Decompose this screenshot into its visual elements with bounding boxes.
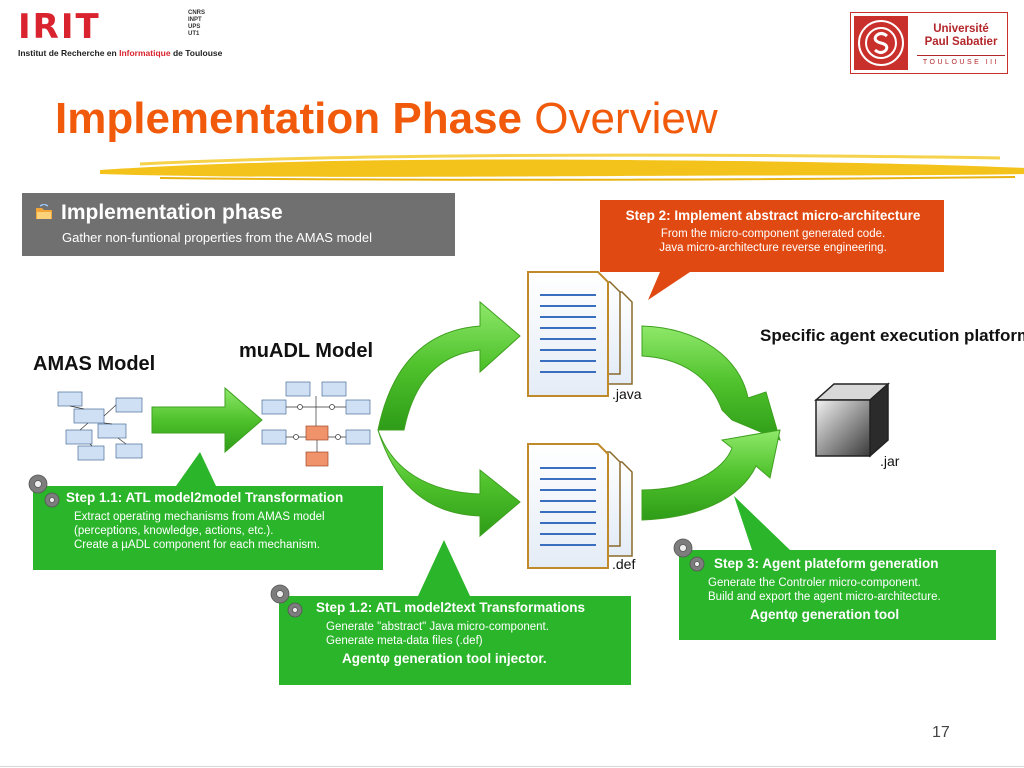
step11-callout-shape [33,452,383,570]
java-files-icon [527,271,633,397]
step12-line-2: Generate meta-data files (.def) [326,635,483,647]
step2-callout-shape [600,200,944,300]
step12-callout-shape [279,540,631,685]
step3-callout: Step 3: Agent plateform generation Gener… [708,556,994,622]
gear-icon [270,584,303,618]
jar-cube-icon [814,382,890,458]
step11-callout: Step 1.1: ATL model2model Transformation… [66,490,378,552]
phase-header-box [22,193,455,256]
footer-divider [0,766,1024,767]
def-file-label: .def [612,556,636,572]
step3-line-1: Generate the Controler micro-component. [708,577,921,589]
arrow-def-to-platform [641,429,781,521]
step12-callout: Step 1.2: ATL model2text Transformations… [316,600,628,666]
ups-seal-icon [854,16,908,70]
irit-tagline: Institut de Recherche en Informatique de… [18,48,223,58]
step2-line-2: Java micro-architecture reverse engineer… [659,242,887,254]
step12-line-1: Generate "abstract" Java micro-component… [326,621,549,633]
step12-tool: Agentφ generation tool injector. [342,651,547,666]
gear-icon [673,538,705,572]
step11-line-3: Create a µADL component for each mechani… [74,539,320,551]
irit-logo-letters: IRIT [18,7,101,47]
gear-icon [28,474,60,508]
slide-title-bold: Implementation Phase [55,94,523,143]
arrow-muadl-to-def [377,429,521,538]
step3-tool: Agentφ generation tool [750,607,900,622]
slide-title-regular: Overview [522,94,718,143]
step2-callout: Step 2: Implement abstract micro-archite… [604,208,942,255]
irit-logo: IRIT CNRS INPT UPS UT1 Institut de Reche… [18,7,223,58]
muadl-component-diagram [261,381,371,467]
def-files-icon [527,443,633,569]
title-underline-brush [100,153,1024,181]
java-file-label: .java [612,386,642,402]
phase-title: Implementation phase [61,201,283,224]
step11-line-1: Extract operating mechanisms from AMAS m… [74,511,325,523]
step11-title: Step 1.1: ATL model2model Transformation [66,490,344,505]
muadl-model-title: muADL Model [239,340,374,362]
platform-title: Specific agent execution platform [760,326,1024,345]
phase-subtitle: Gather non-funtional properties from the… [62,230,372,245]
ups-city: TOULOUSE III [917,55,1005,66]
ups-name-line1: Université [933,23,989,35]
step3-callout-shape [679,496,996,640]
jar-file-label: .jar [880,453,900,469]
folder-icon [36,204,52,219]
step3-title: Step 3: Agent plateform generation [714,556,939,571]
step11-line-2: (perceptions, knowledge, actions, etc.). [74,525,274,537]
arrow-java-to-platform [641,325,781,441]
ups-name-line2: Paul Sabatier [924,36,998,48]
step2-title: Step 2: Implement abstract micro-archite… [625,208,921,223]
step3-line-2: Build and export the agent micro-archite… [708,591,941,603]
amas-class-diagram [57,391,143,461]
page-number: 17 [932,724,950,741]
step12-title: Step 1.2: ATL model2text Transformations [316,600,586,615]
arrow-muadl-to-java [377,300,521,431]
step2-line-1: From the micro-component generated code. [660,228,886,240]
irit-partners: CNRS INPT UPS UT1 [188,10,206,37]
arrow-amas-to-muadl [151,386,263,454]
amas-model-title: AMAS Model [33,353,156,375]
ups-logo: Université Paul Sabatier TOULOUSE III [850,12,1008,74]
slide-title: Implementation Phase Overview [55,94,718,144]
